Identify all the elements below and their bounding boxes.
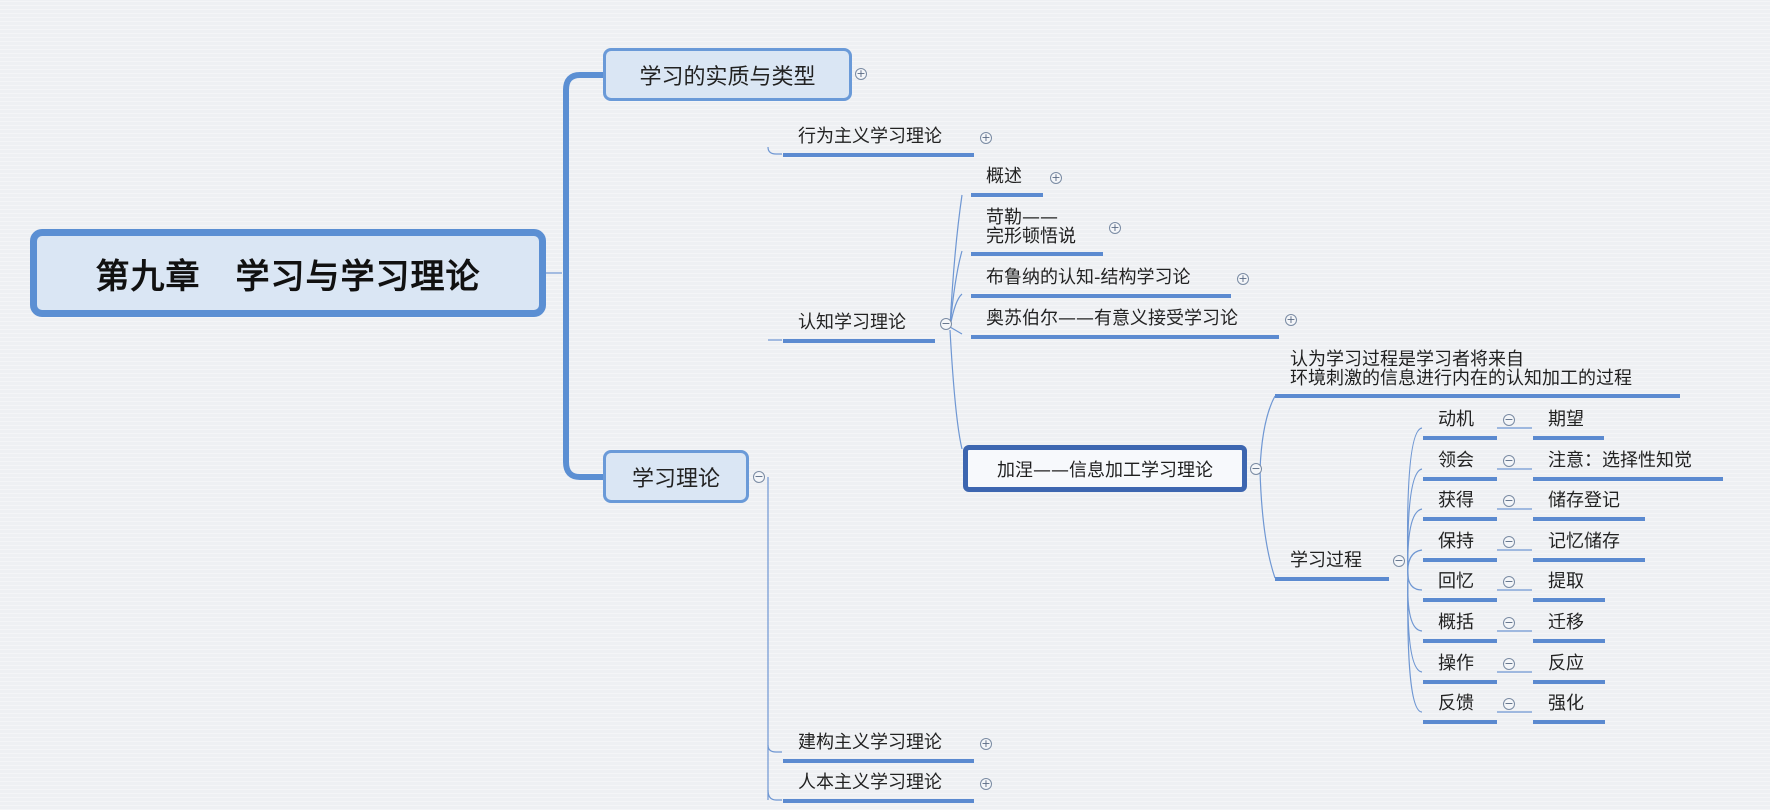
collapse-icon[interactable]: −: [1503, 413, 1515, 426]
stage-result[interactable]: 注意：选择性知觉: [1533, 451, 1723, 481]
collapse-icon[interactable]: −: [753, 470, 765, 483]
collapse-icon[interactable]: −: [1250, 462, 1262, 475]
stage-result[interactable]: 强化: [1533, 694, 1605, 724]
expand-icon[interactable]: +: [1050, 171, 1062, 184]
kohler-line-1: 苛勒——: [986, 207, 1058, 228]
stage-result[interactable]: 记忆储存: [1533, 532, 1645, 562]
stage-phase[interactable]: 保持: [1423, 532, 1497, 562]
description-line-1: 认为学习过程是学习者将来自: [1290, 349, 1524, 370]
kohler-line-2: 完形顿悟说: [986, 226, 1076, 247]
topic-cognitive[interactable]: 认知学习理论: [783, 313, 935, 343]
topic-humanism[interactable]: 人本主义学习理论: [783, 773, 974, 803]
stage-result[interactable]: 期望: [1533, 410, 1604, 440]
collapse-icon[interactable]: −: [1503, 697, 1515, 710]
topic-essence-and-types[interactable]: 学习的实质与类型: [603, 48, 852, 101]
topic-bruner[interactable]: 布鲁纳的认知-结构学习论: [971, 268, 1231, 298]
collapse-icon[interactable]: −: [1503, 575, 1515, 588]
expand-icon[interactable]: +: [1285, 313, 1297, 326]
topic-learning-theory[interactable]: 学习理论: [603, 450, 749, 503]
collapse-icon[interactable]: −: [1503, 454, 1515, 467]
stage-phase[interactable]: 反馈: [1423, 694, 1497, 724]
expand-icon[interactable]: +: [1109, 221, 1121, 234]
description-line-2: 环境刺激的信息进行内在的认知加工的过程: [1290, 368, 1632, 389]
topic-behaviorism[interactable]: 行为主义学习理论: [783, 127, 974, 157]
stage-phase[interactable]: 操作: [1423, 654, 1497, 684]
expand-icon[interactable]: +: [980, 777, 992, 790]
topic-kohler[interactable]: 苛勒—— 完形顿悟说: [971, 208, 1103, 256]
topic-constructivism[interactable]: 建构主义学习理论: [783, 733, 974, 763]
collapse-icon[interactable]: −: [1503, 657, 1515, 670]
expand-icon[interactable]: +: [855, 67, 867, 80]
collapse-icon[interactable]: −: [940, 317, 952, 330]
expand-icon[interactable]: +: [980, 737, 992, 750]
stage-result[interactable]: 提取: [1533, 572, 1605, 602]
collapse-icon[interactable]: −: [1503, 494, 1515, 507]
gagne-description[interactable]: 认为学习过程是学习者将来自 环境刺激的信息进行内在的认知加工的过程: [1275, 350, 1680, 398]
collapse-icon[interactable]: −: [1503, 616, 1515, 629]
topic-gagne-selected[interactable]: 加涅——信息加工学习理论: [963, 445, 1247, 492]
topic-learning-process[interactable]: 学习过程: [1275, 551, 1389, 581]
root-topic[interactable]: 第九章 学习与学习理论: [30, 229, 546, 317]
stage-result[interactable]: 反应: [1533, 654, 1605, 684]
stage-phase[interactable]: 概括: [1423, 613, 1497, 643]
stage-result[interactable]: 储存登记: [1533, 491, 1645, 521]
collapse-icon[interactable]: −: [1503, 535, 1515, 548]
stage-result[interactable]: 迁移: [1533, 613, 1605, 643]
stage-phase[interactable]: 回忆: [1423, 572, 1497, 602]
collapse-icon[interactable]: −: [1393, 554, 1405, 567]
stage-phase[interactable]: 获得: [1423, 491, 1497, 521]
expand-icon[interactable]: +: [980, 131, 992, 144]
topic-overview[interactable]: 概述: [971, 167, 1043, 197]
stage-phase[interactable]: 领会: [1423, 451, 1497, 481]
expand-icon[interactable]: +: [1237, 272, 1249, 285]
stage-phase[interactable]: 动机: [1423, 410, 1497, 440]
topic-ausubel[interactable]: 奥苏伯尔——有意义接受学习论: [971, 309, 1279, 339]
